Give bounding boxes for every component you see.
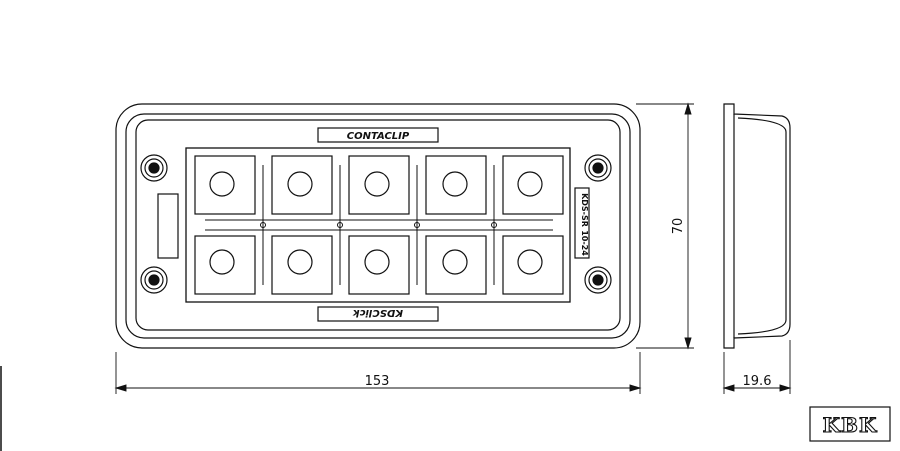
grommet-field [185,147,571,303]
blank-label-plate [157,193,179,259]
side-label-b: 10-24 [580,230,589,256]
brand-plate-top [317,127,439,143]
side-label-frame [574,187,590,259]
mounting-screws [140,154,612,294]
dimension-lines [114,102,792,394]
side-view [723,103,791,349]
frame-plate [135,119,621,331]
front-view [115,103,641,349]
housing-outer [115,103,641,349]
grommet-row-top [194,155,564,215]
dim-depth-label: 19.6 [743,374,772,389]
grommet-row-bottom [194,235,564,295]
brand-label-bottom: KDSClick [352,307,403,318]
side-housing-outline [723,103,791,349]
dim-height-label: 70 [671,218,686,235]
housing-inner [125,113,631,339]
side-label-a: KDS-SR [580,193,589,227]
dim-width-label: 153 [365,374,390,389]
kbk-logo-frame [809,406,891,442]
module-dividers [205,165,553,285]
brand-label-top: CONTACLIP [347,131,410,142]
brand-plate-bottom [317,306,439,322]
kbk-logo: KBK [823,413,878,437]
